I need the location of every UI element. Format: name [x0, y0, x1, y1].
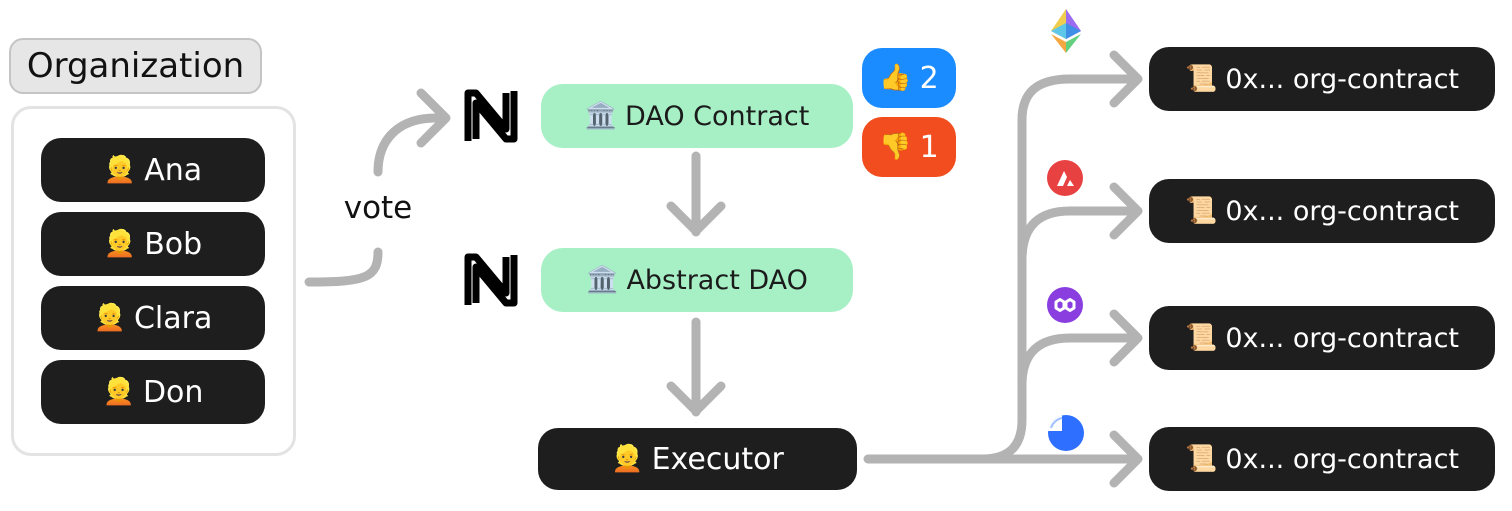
abstract-to-executor-arrowhead — [666, 381, 726, 416]
downvote-badge: 👎 1 — [862, 117, 956, 177]
ethereum-icon — [1051, 9, 1081, 53]
org-contract-polygon: 📜 0x... org-contract — [1149, 306, 1495, 370]
near-logo-icon — [464, 89, 518, 143]
member-name: Don — [142, 374, 204, 410]
member-bob: 👱 Bob — [41, 212, 265, 276]
member-name: Clara — [133, 300, 213, 336]
dao-contract-node: 🏛️ DAO Contract — [541, 84, 853, 148]
member-ana: 👱 Ana — [41, 138, 265, 202]
executor-node: 👱 Executor — [538, 428, 857, 490]
abstract-dao-node: 🏛️ Abstract DAO — [541, 248, 853, 312]
executor-label: Executor — [651, 441, 784, 477]
polygon-icon — [1047, 287, 1083, 323]
scroll-icon: 📜 — [1184, 196, 1218, 226]
vote-arrow — [304, 113, 441, 287]
contract-label: 0x... org-contract — [1225, 443, 1460, 475]
member-don: 👱 Don — [41, 360, 265, 424]
scroll-icon: 📜 — [1184, 323, 1218, 353]
person-icon: 👱 — [93, 303, 126, 333]
vote-arrowhead — [416, 88, 451, 148]
scroll-icon: 📜 — [1184, 64, 1218, 94]
upvote-badge: 👍 2 — [862, 48, 956, 108]
scroll-icon: 📜 — [1184, 444, 1218, 474]
contract-label: 0x... org-contract — [1225, 63, 1460, 95]
member-name: Ana — [144, 152, 203, 188]
person-icon: 👱 — [102, 377, 135, 407]
org-contract-ethereum: 📜 0x... org-contract — [1149, 47, 1495, 111]
bank-icon: 🏛️ — [584, 101, 618, 131]
person-icon: 👱 — [103, 155, 137, 185]
branch-avalanche — [1017, 206, 1139, 265]
org-contract-base: 📜 0x... org-contract — [1149, 427, 1495, 491]
member-name: Bob — [144, 226, 203, 262]
downvote-count: 1 — [919, 129, 939, 165]
near-logo-icon — [464, 253, 518, 307]
upvote-count: 2 — [919, 60, 939, 96]
person-icon: 👱 — [611, 444, 644, 474]
contract-label: 0x... org-contract — [1225, 195, 1460, 227]
arrowhead-2 — [1109, 182, 1143, 240]
dao-to-abstract-arrowhead — [666, 201, 726, 236]
abstract-dao-label: Abstract DAO — [626, 264, 808, 296]
person-icon: 👱 — [103, 229, 137, 259]
organization-group — [11, 106, 296, 456]
thumbs-up-icon: 👍 — [879, 63, 912, 93]
member-clara: 👱 Clara — [41, 286, 265, 350]
avalanche-icon — [1047, 160, 1083, 196]
branch-polygon — [1017, 333, 1139, 390]
org-contract-avalanche: 📜 0x... org-contract — [1149, 179, 1495, 243]
organization-title: Organization — [9, 38, 262, 94]
arrowhead-1 — [1109, 50, 1143, 108]
vote-label: vote — [343, 190, 413, 226]
base-icon — [1048, 415, 1084, 451]
dao-contract-label: DAO Contract — [625, 100, 810, 132]
bank-icon: 🏛️ — [586, 265, 619, 295]
thumbs-down-icon: 👎 — [879, 132, 912, 162]
contract-label: 0x... org-contract — [1225, 322, 1460, 354]
arrowhead-4 — [1109, 430, 1143, 488]
arrowhead-3 — [1109, 309, 1143, 367]
